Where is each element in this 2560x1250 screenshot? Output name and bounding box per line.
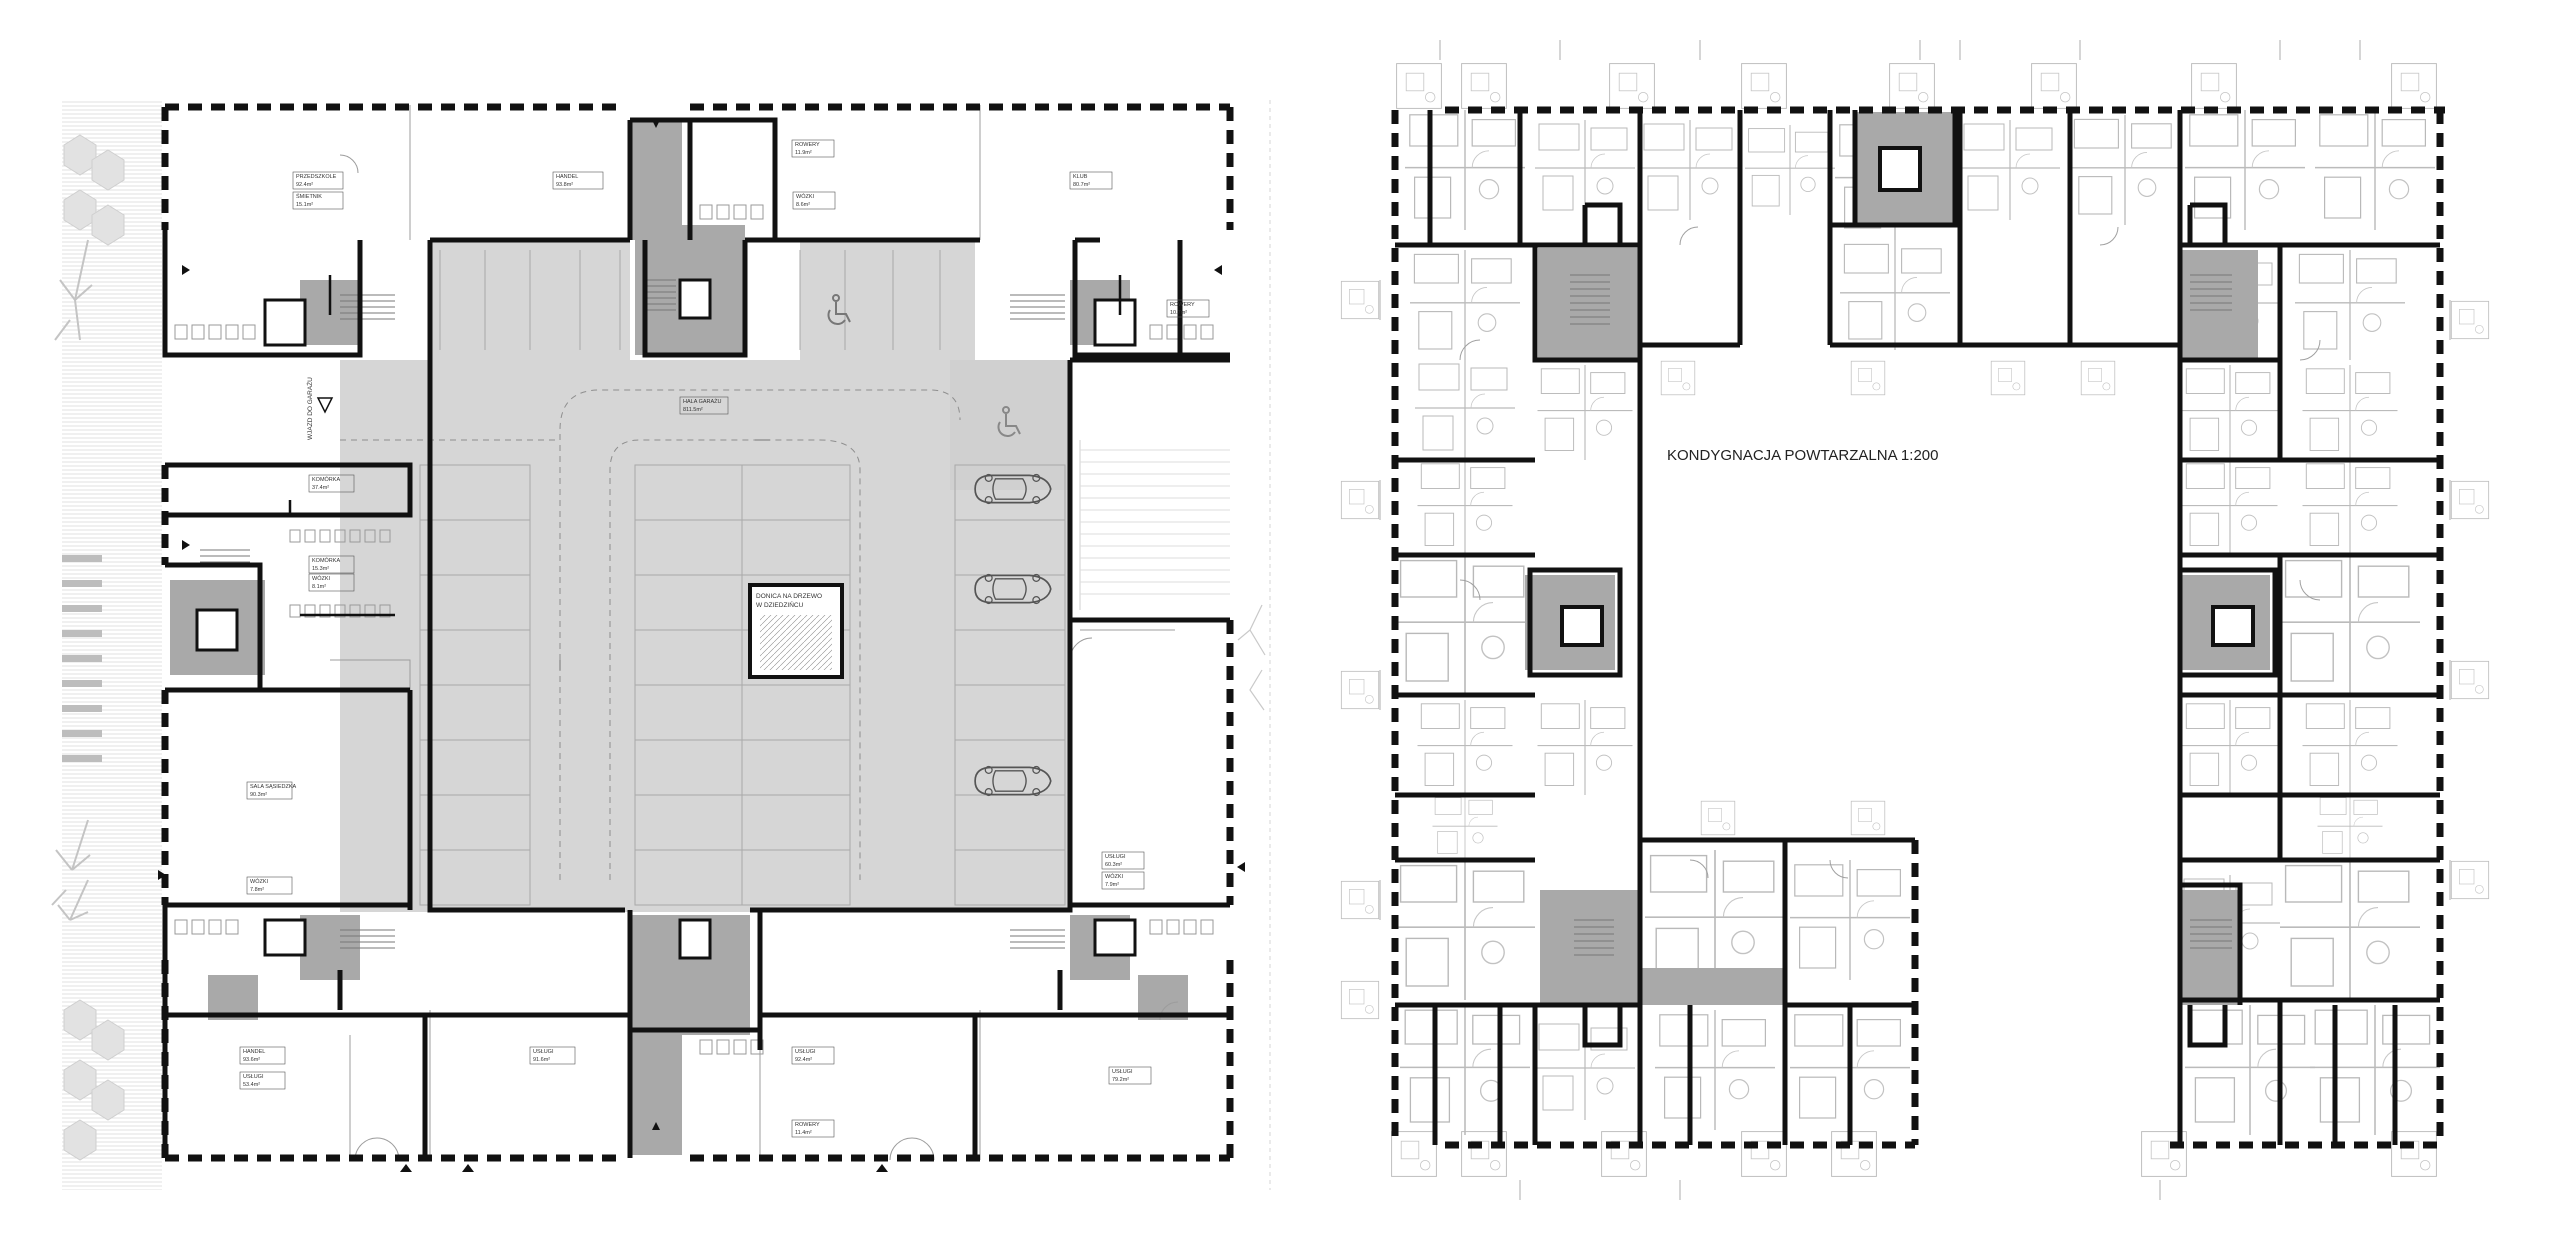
svg-text:USŁUGI: USŁUGI (1112, 1069, 1133, 1075)
svg-text:ROWERY: ROWERY (795, 142, 820, 148)
svg-text:WÓZKI: WÓZKI (796, 193, 814, 200)
room-label-komorka-2: KOMÓRKA 15.3m² (312, 557, 340, 572)
svg-text:USŁUGI: USŁUGI (243, 1074, 264, 1080)
room-label-sala-sasiedzka: SALA SĄSIEDZKA 90.3m² (250, 784, 296, 798)
svg-text:HANDEL: HANDEL (243, 1049, 265, 1055)
room-labels: PRZEDSZKOLE 92.4m² ŚMIETNIK 15.1m² HANDEL 9… (243, 142, 1195, 1136)
svg-text:93.6m²: 93.6m² (243, 1057, 260, 1063)
svg-text:HALA GARAŻU: HALA GARAŻU (683, 398, 722, 405)
parking-bays (419, 250, 1066, 906)
svg-text:USŁUGI: USŁUGI (1105, 854, 1126, 860)
core-lift-boxes (195, 278, 1137, 960)
room-label-uslugi-4: USŁUGI 92.4m² (795, 1049, 816, 1063)
svg-text:KOMÓRKA: KOMÓRKA (312, 557, 340, 564)
svg-text:93.8m²: 93.8m² (556, 182, 573, 188)
svg-text:HANDEL: HANDEL (556, 174, 578, 180)
repeated-floor-plan: KONDYGNACJA POWTARZALNA 1:200 (1340, 40, 2490, 1200)
svg-text:11.9m²: 11.9m² (795, 150, 812, 156)
room-label-wozki-2: WÓZKI 8.1m² (312, 575, 330, 590)
svg-text:KLUB: KLUB (1073, 174, 1088, 180)
garage-entry-arrow (316, 397, 334, 414)
ground-floor-plan: DONICA NA DRZEWO W DZIEDZIŃCU (51, 100, 1271, 1190)
bike-racks (174, 204, 1214, 1055)
garage-entry-label: WJAZD DO GARAŻU (305, 377, 314, 440)
room-label-uslugi-2: USŁUGI 53.4m² (243, 1074, 264, 1088)
room-label-wozki-3: WÓZKI 7.8m² (250, 878, 268, 893)
room-label-rowery: ROWERY 11.9m² (795, 142, 820, 156)
room-label-rowery-2: ROWERY 10.7m² (1170, 302, 1195, 316)
svg-text:90.3m²: 90.3m² (250, 792, 267, 798)
svg-text:92.4m²: 92.4m² (296, 182, 313, 188)
svg-text:USŁUGI: USŁUGI (795, 1049, 816, 1055)
courtyard-planter: DONICA NA DRZEWO W DZIEDZIŃCU (748, 583, 844, 679)
floor-plan-title: KONDYGNACJA POWTARZALNA 1:200 (1667, 447, 1938, 464)
svg-text:60.3m²: 60.3m² (1105, 862, 1122, 868)
svg-text:ŚMIETNIK: ŚMIETNIK (296, 192, 322, 200)
core-lift-boxes (1560, 146, 2255, 647)
svg-text:53.4m²: 53.4m² (243, 1082, 260, 1088)
svg-text:811.5m²: 811.5m² (683, 407, 703, 413)
tree-icon (1237, 604, 1266, 711)
wheelchair-icon (827, 294, 851, 325)
svg-text:37.4m²: 37.4m² (312, 485, 329, 491)
landscape-strip (51, 100, 162, 1190)
room-label-komorka: KOMÓRKA 37.4m² (312, 476, 340, 491)
svg-text:80.7m²: 80.7m² (1073, 182, 1090, 188)
svg-text:USŁUGI: USŁUGI (533, 1049, 554, 1055)
room-label-klub: KLUB 80.7m² (1073, 174, 1090, 188)
svg-text:7.9m²: 7.9m² (1105, 882, 1119, 888)
wheelchair-icon (997, 406, 1021, 437)
svg-text:79.2m²: 79.2m² (1112, 1077, 1129, 1083)
planter-label-1: DONICA NA DRZEWO (756, 593, 822, 600)
svg-text:91.6m²: 91.6m² (533, 1057, 550, 1063)
room-label-handel: HANDEL 93.8m² (556, 174, 578, 188)
svg-text:WÓZKI: WÓZKI (312, 575, 330, 582)
svg-text:11.4m²: 11.4m² (795, 1130, 812, 1136)
svg-text:15.3m²: 15.3m² (312, 566, 329, 572)
svg-text:KOMÓRKA: KOMÓRKA (312, 476, 340, 483)
room-label-przedszkole: PRZEDSZKOLE 92.4m² (296, 174, 337, 188)
room-label-uslugi: USŁUGI 60.3m² (1105, 854, 1126, 868)
room-label-rowery-3: ROWERY 11.4m² (795, 1122, 820, 1136)
svg-text:7.8m²: 7.8m² (250, 887, 264, 893)
tree-icon (51, 239, 93, 921)
svg-text:8.6m²: 8.6m² (796, 202, 810, 208)
room-label-uslugi-3: USŁUGI 91.6m² (533, 1049, 554, 1063)
room-label-handel-2: HANDEL 93.6m² (243, 1049, 265, 1063)
svg-text:SALA SĄSIEDZKA: SALA SĄSIEDZKA (250, 784, 296, 790)
room-label-smietnik: ŚMIETNIK 15.1m² (296, 192, 322, 208)
svg-text:10.7m²: 10.7m² (1170, 310, 1187, 316)
svg-text:PRZEDSZKOLE: PRZEDSZKOLE (296, 174, 337, 180)
entrance-arrow-icon (158, 120, 1245, 1172)
room-label-wozki: WÓZKI 8.6m² (796, 193, 814, 208)
svg-text:8.1m²: 8.1m² (312, 584, 326, 590)
room-label-hala-garazu: HALA GARAŻU 811.5m² (683, 398, 722, 413)
room-label-wozki-4: WÓZKI 7.9m² (1105, 873, 1123, 888)
svg-text:15.1m²: 15.1m² (296, 202, 313, 208)
room-label-uslugi-5: USŁUGI 79.2m² (1112, 1069, 1133, 1083)
svg-text:WÓZKI: WÓZKI (1105, 873, 1123, 880)
svg-text:ROWERY: ROWERY (1170, 302, 1195, 308)
planter-label-2: W DZIEDZIŃCU (756, 600, 804, 609)
svg-text:WÓZKI: WÓZKI (250, 878, 268, 885)
garage-hall (340, 360, 1070, 912)
svg-text:ROWERY: ROWERY (795, 1122, 820, 1128)
svg-text:92.4m²: 92.4m² (795, 1057, 812, 1063)
